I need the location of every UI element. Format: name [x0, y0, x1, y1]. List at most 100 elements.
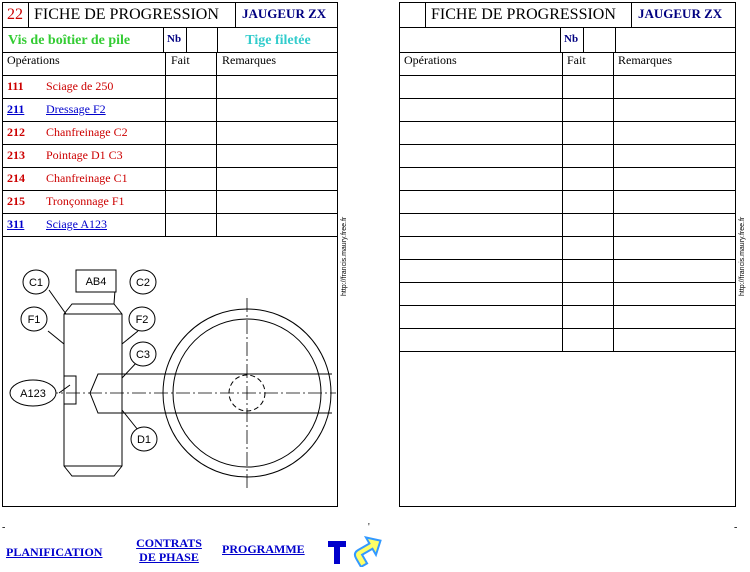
remarks-cell[interactable] — [614, 283, 736, 306]
remarks-cell[interactable] — [217, 214, 338, 237]
done-cell[interactable] — [563, 99, 614, 122]
operation-cell[interactable] — [399, 260, 563, 283]
operation-cell[interactable] — [399, 76, 563, 99]
done-cell[interactable] — [563, 260, 614, 283]
operation-cell[interactable] — [399, 237, 563, 260]
nb-value[interactable] — [187, 28, 218, 53]
operation-cell[interactable] — [399, 329, 563, 352]
done-cell[interactable] — [166, 191, 217, 214]
operation-row: 111 Sciage de 250 — [2, 76, 166, 99]
nb-label: Nb — [164, 28, 187, 53]
done-cell[interactable] — [563, 168, 614, 191]
done-cell[interactable] — [563, 122, 614, 145]
operation-cell[interactable] — [399, 99, 563, 122]
remarks-cell[interactable] — [614, 260, 736, 283]
contracts-line1: CONTRATS — [136, 536, 202, 550]
operation-code: 311 — [7, 217, 25, 231]
label-f1: F1 — [28, 314, 41, 326]
done-cell[interactable] — [563, 329, 614, 352]
remarks-cell[interactable] — [614, 306, 736, 329]
operation-cell[interactable] — [399, 214, 563, 237]
operation-label: Pointage D1 C3 — [46, 148, 123, 162]
remarks-cell[interactable] — [614, 237, 736, 260]
done-cell[interactable] — [166, 168, 217, 191]
done-cell[interactable] — [563, 214, 614, 237]
remarks-header: Remarques — [217, 53, 338, 76]
sheet-title: FICHE DE PROGRESSION — [29, 2, 236, 28]
operation-row: 215 Tronçonnage F1 — [2, 191, 166, 214]
right-sheet — [399, 2, 736, 507]
label-c3: C3 — [136, 349, 150, 361]
done-header: Fait — [166, 53, 217, 76]
operation-row: 213 Pointage D1 C3 — [2, 145, 166, 168]
operation-label: Tronçonnage F1 — [46, 194, 125, 208]
remarks-cell[interactable] — [614, 122, 736, 145]
right-done-header: Fait — [563, 53, 614, 76]
return-arrow-icon[interactable] — [350, 531, 386, 567]
done-cell[interactable] — [563, 283, 614, 306]
right-gauge-name: JAUGEUR ZX — [632, 2, 736, 28]
remarks-cell[interactable] — [614, 99, 736, 122]
done-cell[interactable] — [563, 145, 614, 168]
remarks-cell[interactable] — [217, 122, 338, 145]
material-name: Tige filetée — [218, 28, 338, 53]
contracts-line2: DE PHASE — [139, 550, 199, 564]
operation-row: 311 Sciage A123 — [2, 214, 166, 237]
operation-cell[interactable] — [399, 168, 563, 191]
right-nb-label: Nb — [561, 28, 584, 53]
label-f2: F2 — [136, 314, 149, 326]
done-cell[interactable] — [563, 191, 614, 214]
operation-cell[interactable] — [399, 122, 563, 145]
planning-link[interactable]: PLANIFICATION — [6, 545, 103, 559]
operation-cell[interactable] — [399, 283, 563, 306]
program-link[interactable]: PROGRAMME — [222, 542, 305, 556]
right-operations-header: Opérations — [399, 53, 563, 76]
left-sheet — [2, 2, 338, 507]
right-nb-value[interactable] — [584, 28, 616, 53]
done-cell[interactable] — [166, 122, 217, 145]
done-cell[interactable] — [563, 76, 614, 99]
done-cell[interactable] — [166, 145, 217, 168]
label-c1: C1 — [29, 277, 43, 289]
operation-code: 215 — [7, 194, 25, 208]
remarks-cell[interactable] — [217, 76, 338, 99]
remarks-cell[interactable] — [217, 99, 338, 122]
done-cell[interactable] — [563, 306, 614, 329]
operation-cell[interactable] — [399, 191, 563, 214]
right-sheet-title: FICHE DE PROGRESSION — [426, 2, 632, 28]
top-icon[interactable] — [326, 538, 348, 566]
remarks-cell[interactable] — [217, 168, 338, 191]
part-name: Vis de boîtier de pile — [2, 28, 164, 53]
remarks-cell[interactable] — [614, 168, 736, 191]
remarks-cell[interactable] — [614, 76, 736, 99]
operation-label: Chanfreinage C2 — [46, 125, 128, 139]
remarks-cell[interactable] — [614, 191, 736, 214]
operation-cell[interactable] — [399, 145, 563, 168]
operation-code: 111 — [7, 79, 24, 93]
remarks-cell[interactable] — [614, 329, 736, 352]
done-cell[interactable] — [166, 99, 217, 122]
label-ab4: AB4 — [86, 276, 107, 288]
remarks-cell[interactable] — [614, 214, 736, 237]
remarks-cell[interactable] — [614, 145, 736, 168]
part-drawing: C1 AB4 C2 F1 F2 C3 A123 D1 — [9, 269, 336, 488]
right-dash: - — [734, 522, 738, 533]
label-c2: C2 — [136, 277, 150, 289]
right-number-cell — [399, 2, 426, 28]
done-cell[interactable] — [166, 214, 217, 237]
operation-label[interactable]: Dressage F2 — [46, 102, 106, 116]
operation-label: Sciage de 250 — [46, 79, 114, 93]
side-url-left[interactable]: http://francis.maury.free.fr — [341, 216, 348, 296]
done-cell[interactable] — [166, 76, 217, 99]
operation-label[interactable]: Sciage A123 — [46, 217, 107, 231]
operation-code: 213 — [7, 148, 25, 162]
remarks-cell[interactable] — [217, 191, 338, 214]
done-cell[interactable] — [563, 237, 614, 260]
operation-cell[interactable] — [399, 306, 563, 329]
remarks-cell[interactable] — [217, 145, 338, 168]
contracts-link[interactable]: CONTRATS DE PHASE — [130, 536, 208, 564]
label-a123: A123 — [20, 388, 46, 400]
side-url-right[interactable]: http://francis.maury.free.fr — [739, 216, 746, 296]
